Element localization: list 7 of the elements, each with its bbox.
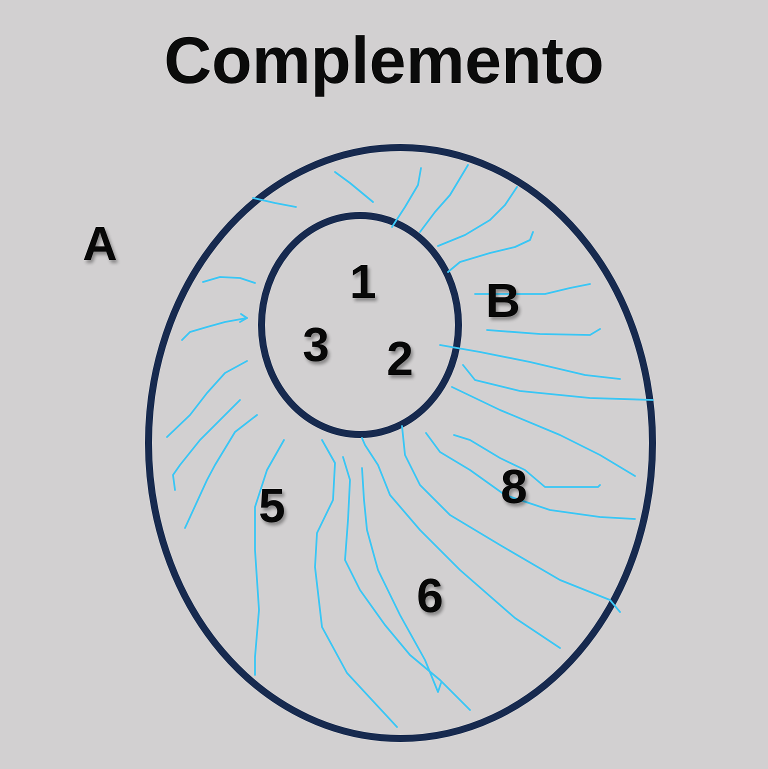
set-label: A bbox=[82, 220, 118, 270]
element-number: 3 bbox=[302, 321, 330, 371]
element-number: 1 bbox=[350, 258, 376, 308]
element-number: 2 bbox=[386, 335, 414, 385]
element-number: 6 bbox=[416, 572, 444, 622]
element-number: 5 bbox=[258, 482, 286, 532]
title: Complemento bbox=[164, 23, 604, 97]
